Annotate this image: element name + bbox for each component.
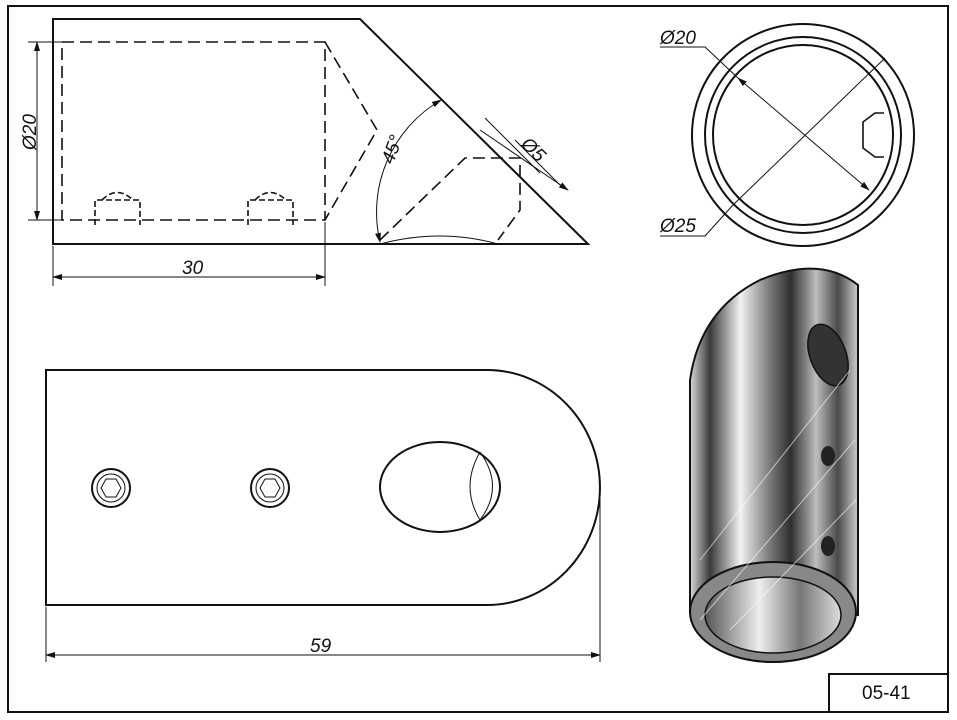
dim-top-dia: Ø20 bbox=[20, 114, 41, 151]
top-view: Ø20 30 45° Ø5 bbox=[20, 18, 591, 286]
isometric-render bbox=[689, 267, 859, 663]
dim-angle: 45° bbox=[378, 132, 408, 167]
dim-hole-dia: Ø5 bbox=[516, 133, 550, 167]
screw-hole-1 bbox=[91, 468, 131, 508]
screw-hole-2 bbox=[250, 468, 290, 508]
set-screw-1 bbox=[94, 191, 141, 225]
drawing-number: 05-41 bbox=[862, 683, 911, 704]
title-block: 05-41 bbox=[828, 673, 949, 713]
dim-end-inner: Ø20 bbox=[659, 28, 696, 49]
dim-end-outer: Ø25 bbox=[659, 216, 696, 237]
dim-bottom-length: 59 bbox=[310, 636, 332, 657]
end-view: Ø20 Ø25 bbox=[659, 23, 915, 247]
bottom-view: 59 bbox=[45, 369, 601, 662]
sheet-border bbox=[7, 5, 949, 713]
set-screw-2 bbox=[247, 191, 294, 225]
dim-top-length: 30 bbox=[182, 258, 204, 279]
angled-hole bbox=[379, 441, 501, 533]
